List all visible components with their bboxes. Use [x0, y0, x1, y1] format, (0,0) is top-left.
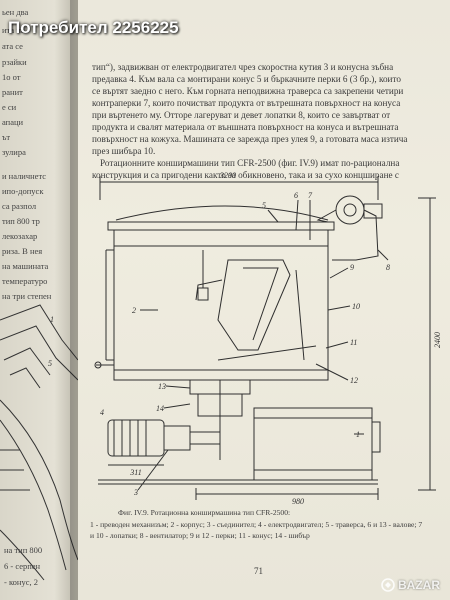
left-text-line: лекозахар — [2, 231, 38, 241]
part-label: 3 — [133, 488, 138, 497]
technical-figure: 3200 2400 980 311 1 2 3 4 5 6 7 8 9 10 1… — [94, 171, 442, 505]
part-label: 6 — [294, 191, 298, 200]
svg-text:5: 5 — [48, 359, 52, 368]
svg-text:1: 1 — [50, 315, 54, 324]
left-text-line: зулира — [2, 147, 26, 157]
part-label: 2 — [132, 306, 136, 315]
watermark-text: BAZAR — [397, 578, 440, 592]
left-text-line: 6 - серпен — [4, 561, 41, 571]
part-label: 5 — [262, 201, 266, 210]
figure-caption-line: 1 - преводен механизъм; 2 - корпус; 3 - … — [90, 520, 423, 529]
body-text-line: при въртенето му. Отторе лагеруват и дев… — [92, 110, 391, 120]
left-text-line: ита на — [2, 25, 25, 35]
left-page: ьен два ита на ата се рзайки 1о от ранит… — [0, 0, 78, 600]
left-page-drawing: 1 5 — [0, 304, 78, 581]
left-text-line: тип 800 тр — [2, 216, 40, 226]
part-label: 9 — [350, 263, 354, 272]
part-label: 11 — [350, 338, 357, 347]
left-text-line: на три степен — [2, 291, 52, 301]
left-text-line: ьен два — [2, 7, 29, 17]
left-text-line: ипо-допуск — [2, 186, 44, 196]
dimension-height: 2400 — [433, 332, 442, 348]
body-text-line: Ротационните конширмашини тип CFR-2500 (… — [100, 158, 400, 168]
dimension-width: 3200 — [219, 171, 236, 180]
body-text-line: се въртят заедно с него. Към горната неп… — [92, 86, 404, 96]
body-text-line: предавка 4. Към вала са монтирани конус … — [92, 74, 401, 84]
left-text-line: на машината — [2, 261, 49, 271]
watermark: BAZAR — [381, 578, 440, 592]
left-text-line: ът — [2, 132, 11, 142]
part-label: 4 — [100, 408, 104, 417]
body-text-line: продукта и свалят материала от външната … — [92, 122, 399, 132]
part-label: 1 — [356, 430, 360, 439]
left-text-line: са разпол — [2, 201, 37, 211]
left-text-line: на тип 800 — [4, 545, 43, 555]
watermark-logo-icon — [381, 578, 395, 592]
part-label: 14 — [156, 404, 164, 413]
left-text-line: риза. В нея — [2, 246, 43, 256]
book-page: тип“), задвижван от електродвигател чрез… — [78, 0, 450, 600]
user-banner: Потребител 2256225 — [8, 18, 179, 37]
left-text-line: апаци — [2, 117, 24, 127]
left-text-line: - конус, 2 — [4, 577, 38, 587]
part-label: 7 — [308, 191, 313, 200]
dimension-base: 980 — [292, 497, 304, 505]
page-number: 71 — [254, 566, 263, 576]
body-text-line: през шибъра 10. — [92, 146, 156, 156]
left-text-line: рзайки — [2, 57, 27, 67]
body-text-line: контраперки 7, които почистват продукта … — [92, 98, 401, 108]
figure-caption-title: Фиг. IV.9. Ротационна конширмашина тип C… — [118, 508, 291, 517]
body-text-line: тип“), задвижван от електродвигател чрез… — [92, 62, 394, 72]
left-text-line: температуро — [2, 276, 48, 286]
left-text-line: ата се — [2, 41, 23, 51]
part-label: 10 — [352, 302, 360, 311]
left-text-line: 1о от — [2, 72, 21, 82]
part-label: 12 — [350, 376, 358, 385]
left-text-line: е си — [2, 102, 17, 112]
part-label: 8 — [386, 263, 390, 272]
dimension-motor: 311 — [129, 468, 141, 477]
left-text-line: и наличнетс — [2, 171, 47, 181]
figure-caption-line: и 10 - лопатки; 8 - вентилатор; 9 и 12 -… — [90, 531, 310, 540]
part-label: 13 — [158, 382, 166, 391]
body-text-line: конструкция и са пригодени както за обик… — [92, 170, 399, 180]
body-text-line: повърхност на кожуха. Машината се зарежд… — [92, 134, 408, 144]
left-text-line: ранит — [2, 87, 23, 97]
